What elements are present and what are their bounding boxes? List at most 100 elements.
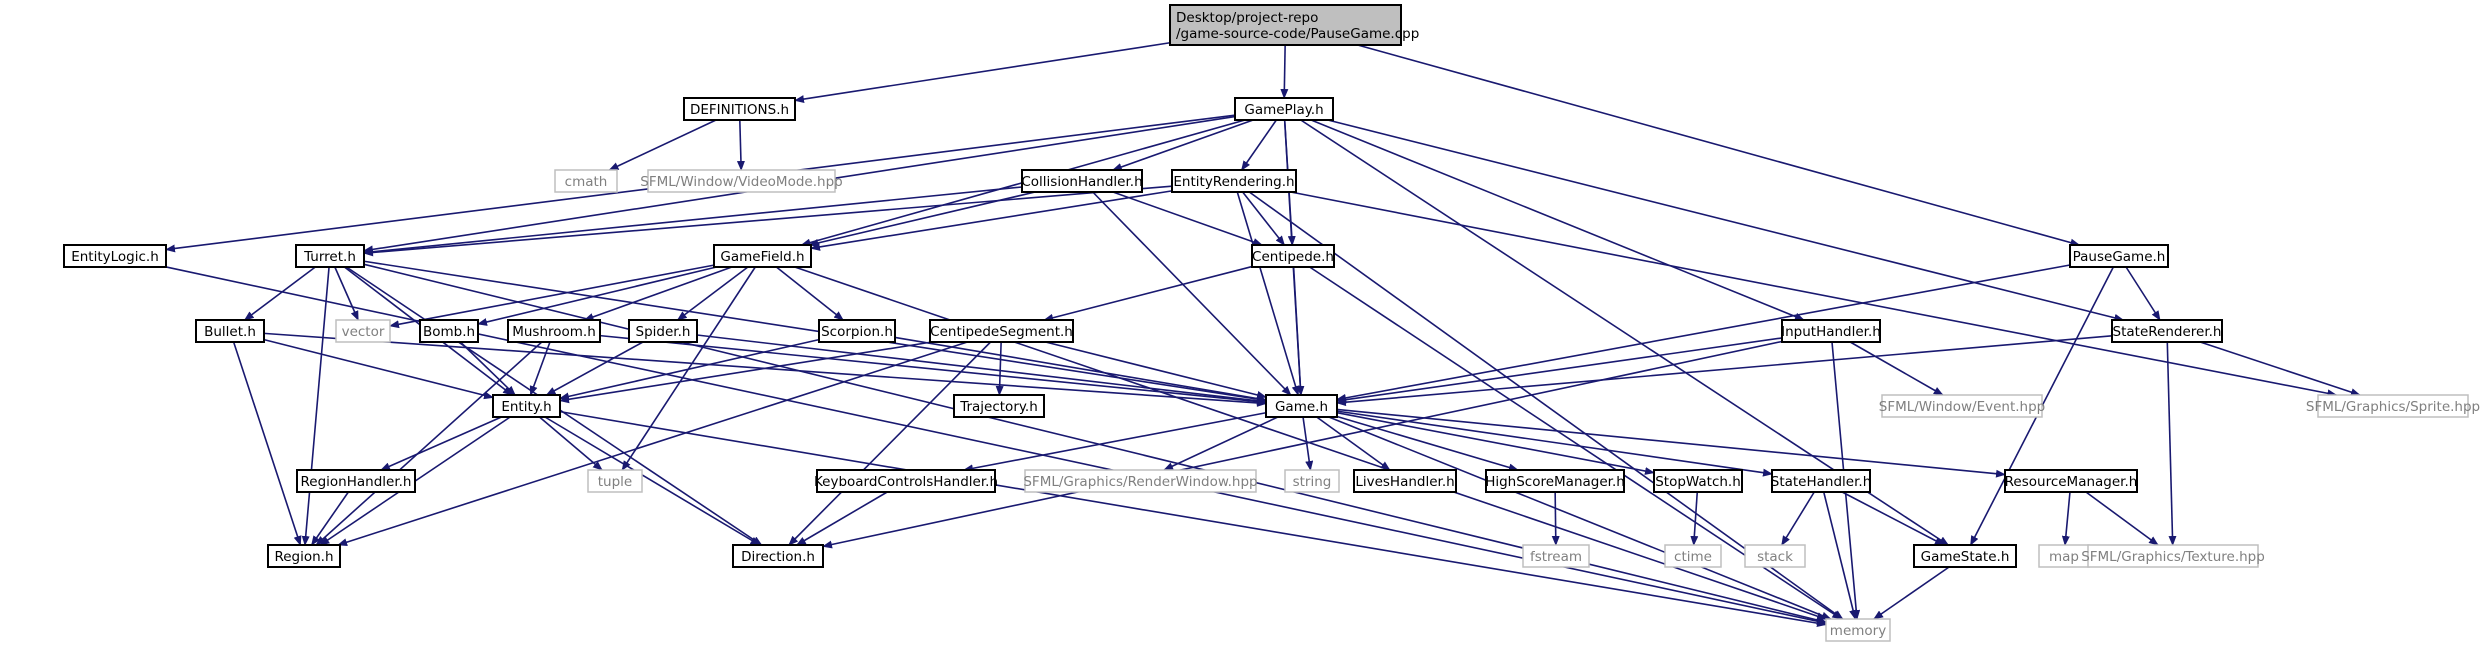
node-entity[interactable]: Entity.h [492,394,561,418]
node-bomb[interactable]: Bomb.h [419,319,479,343]
node-scorpion[interactable]: Scorpion.h [818,319,896,343]
node-box [419,319,479,343]
node-region[interactable]: Region.h [267,544,341,568]
edge-centipede-to-centipedesegment [1043,265,1253,322]
node-lives[interactable]: LivesHandler.h [1353,469,1457,493]
edge-entity-to-memory [559,410,1827,628]
edge-gameplay-to-inputhandler [1310,119,1805,321]
node-box [1653,469,1743,493]
node-gameplay[interactable]: GamePlay.h [1234,97,1334,121]
node-label: Centipede.h [1252,249,1334,265]
node-box [628,319,698,343]
node-box [195,319,265,343]
edge-centipedesegment-to-trajectory [995,341,1004,396]
edge-line [459,341,516,396]
node-label: SFML/Graphics/Texture.hpp [2081,549,2265,565]
node-label: map [2049,549,2079,565]
node-layer: Desktop/project-repo/game-source-code/Pa… [63,4,2480,642]
edge-collision-to-game [1092,191,1292,396]
node-turret[interactable]: Turret.h [295,244,365,268]
node-centipede[interactable]: Centipede.h [1251,244,1335,268]
node-label: RegionHandler.h [301,474,412,490]
node-statehandler[interactable]: StateHandler.h [1771,469,1872,493]
edge-inputhandler-to-event [1849,341,1944,396]
edge-line [2061,491,2071,546]
edge-gameplay-to-entityrendering [1240,119,1278,171]
node-box [267,544,341,568]
node-event: SFML/Window/Event.hpp [1879,394,2045,418]
edge-line [696,334,1267,405]
node-staterenderer[interactable]: StateRenderer.h [2111,319,2223,343]
edge-line [559,338,820,401]
node-label: Trajectory.h [959,399,1038,415]
edge-turret-to-bullet [243,266,316,321]
edge-line [1045,341,1267,399]
node-stopwatch[interactable]: StopWatch.h [1653,469,1743,493]
node-collision[interactable]: CollisionHandler.h [1021,169,1143,193]
edge-centipede-to-game [1292,266,1305,396]
node-box [816,469,996,493]
node-label: stack [1757,549,1793,565]
edge-statehandler-to-gamestate [1841,491,1945,546]
edge-line [301,266,330,546]
node-highscore[interactable]: HighScoreManager.h [1485,469,1625,493]
edge-root-to-definitions [794,41,1171,104]
edge-line [1290,191,2338,398]
edge-line [1336,264,2071,402]
node-centipedesegment[interactable]: CentipedeSegment.h [929,319,1074,343]
node-label: /game-source-code/PauseGame.cpp [1176,26,1419,42]
node-string: string [1284,469,1340,493]
node-entitylogic[interactable]: EntityLogic.h [63,244,167,268]
edge-line [263,338,494,400]
node-label: EntityRendering.h [1173,174,1294,190]
node-label: tuple [598,474,632,490]
edge-mushroom-to-game [599,334,1267,406]
node-direction[interactable]: Direction.h [732,544,824,568]
edge-line [2166,341,2177,546]
node-box [554,169,618,193]
node-label: Turret.h [303,249,356,265]
edge-gamefield-to-vector [389,264,715,329]
edge-entity-to-tuple [538,416,603,471]
node-box [732,544,824,568]
edge-turret-to-vector [334,266,359,321]
edge-staterenderer-to-sprite [2199,341,2361,396]
edge-collision-to-centipede [1112,191,1263,246]
node-keyboard[interactable]: KeyboardControlsHandler.h [814,469,998,493]
edge-line [1092,191,1292,396]
node-box [1234,97,1334,121]
node-pausegame[interactable]: PauseGame.h [2069,244,2169,268]
edge-line [363,186,1023,256]
node-definitions[interactable]: DEFINITIONS.h [683,97,796,121]
node-box [63,244,167,268]
node-regionhandler[interactable]: RegionHandler.h [296,469,416,493]
node-entityrendering[interactable]: EntityRendering.h [1171,169,1297,193]
edge-regionhandler-to-region [310,491,350,546]
node-mushroom[interactable]: Mushroom.h [507,319,601,343]
edge-entityrendering-to-memory [1248,191,1844,620]
edge-line [544,416,761,546]
node-trajectory[interactable]: Trajectory.h [953,394,1045,418]
node-root[interactable]: Desktop/project-repo/game-source-code/Pa… [1169,4,1419,46]
edge-line [1849,341,1944,396]
node-resourcemanager[interactable]: ResourceManager.h [2004,469,2138,493]
node-inputhandler[interactable]: InputHandler.h [1781,319,1881,343]
node-label: ctime [1674,549,1712,565]
edge-line [736,119,745,171]
edge-line [1280,44,1289,99]
node-tuple: tuple [587,469,643,493]
edge-game-to-stopwatch [1336,411,1655,475]
edge-pausegame-to-staterenderer [2125,266,2161,321]
node-label: GamePlay.h [1244,102,1323,118]
node-spider[interactable]: Spider.h [628,319,698,343]
node-gamefield[interactable]: GameField.h [713,244,812,268]
edge-line [315,341,543,546]
node-label: GameState.h [1921,549,2010,565]
node-bullet[interactable]: Bullet.h [195,319,265,343]
edge-line [1112,191,1263,246]
edge-centipedesegment-to-game [1045,341,1267,399]
node-gamestate[interactable]: GameState.h [1913,544,2017,568]
edge-game-to-keyboard [963,411,1267,473]
node-label: SFML/Graphics/Sprite.hpp [2306,399,2480,415]
node-game[interactable]: Game.h [1265,394,1338,418]
